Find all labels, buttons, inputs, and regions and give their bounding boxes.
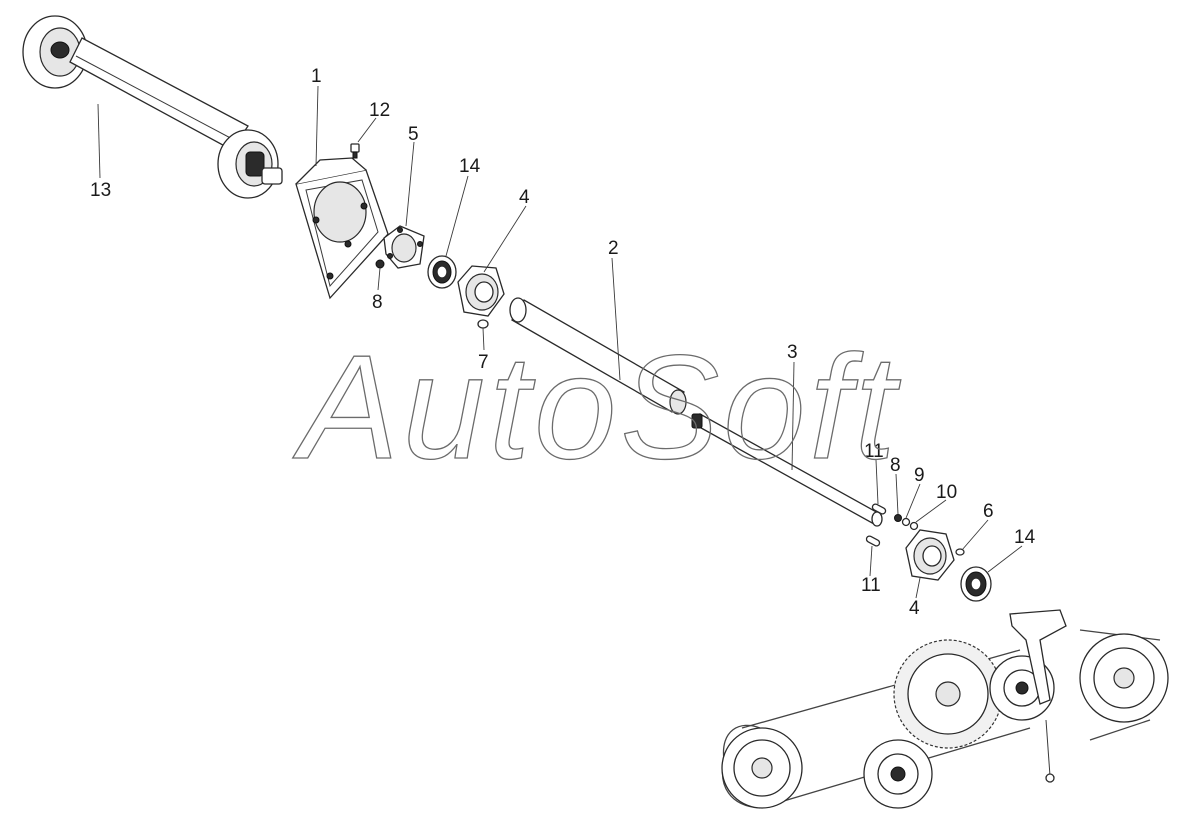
callout-4-left: 4 — [519, 187, 530, 208]
drive-assembly — [721, 609, 1169, 809]
watermark-text: AutoSoft — [292, 325, 902, 490]
callout-14-left: 14 — [459, 156, 481, 177]
washer-10 — [909, 521, 919, 531]
bearing-housing-4-left — [457, 265, 505, 317]
callouts: 1 2 3 4 4 5 6 7 8 8 9 10 11 11 12 13 14 … — [90, 66, 1036, 619]
nut-8-left — [375, 259, 385, 269]
callout-3: 3 — [787, 342, 798, 363]
callout-11-upper: 11 — [864, 441, 884, 462]
callout-1: 1 — [311, 66, 322, 87]
bearing-housing-4-right — [905, 529, 955, 581]
callout-9: 9 — [914, 465, 925, 486]
callout-4-right: 4 — [909, 598, 920, 619]
cardan-shaft-13 — [22, 15, 283, 199]
callout-2: 2 — [608, 238, 619, 259]
bearing-14-left — [427, 255, 457, 289]
key-11-lower — [865, 535, 881, 547]
callout-6: 6 — [983, 501, 994, 522]
callout-8-right: 8 — [890, 455, 901, 476]
bearing-14-right — [960, 566, 992, 602]
callout-7: 7 — [478, 352, 489, 373]
key-11-upper — [871, 503, 887, 515]
callout-11-lower: 11 — [861, 575, 881, 596]
grease-fitting-6 — [955, 548, 965, 556]
tube-2 — [509, 297, 687, 415]
callout-12: 12 — [369, 100, 390, 121]
washer-9 — [901, 517, 911, 527]
flange-plate-5 — [383, 225, 425, 269]
leader-lines — [97, 85, 1023, 599]
housing-bracket-1 — [295, 157, 389, 300]
callout-10: 10 — [936, 482, 957, 503]
callout-14-right: 14 — [1014, 527, 1036, 548]
callout-5: 5 — [408, 124, 419, 145]
nut-8-right — [894, 514, 902, 522]
bolt-12 — [350, 143, 360, 159]
callout-8-left: 8 — [372, 292, 383, 313]
callout-13: 13 — [90, 180, 111, 201]
splined-shaft-3 — [691, 413, 883, 527]
